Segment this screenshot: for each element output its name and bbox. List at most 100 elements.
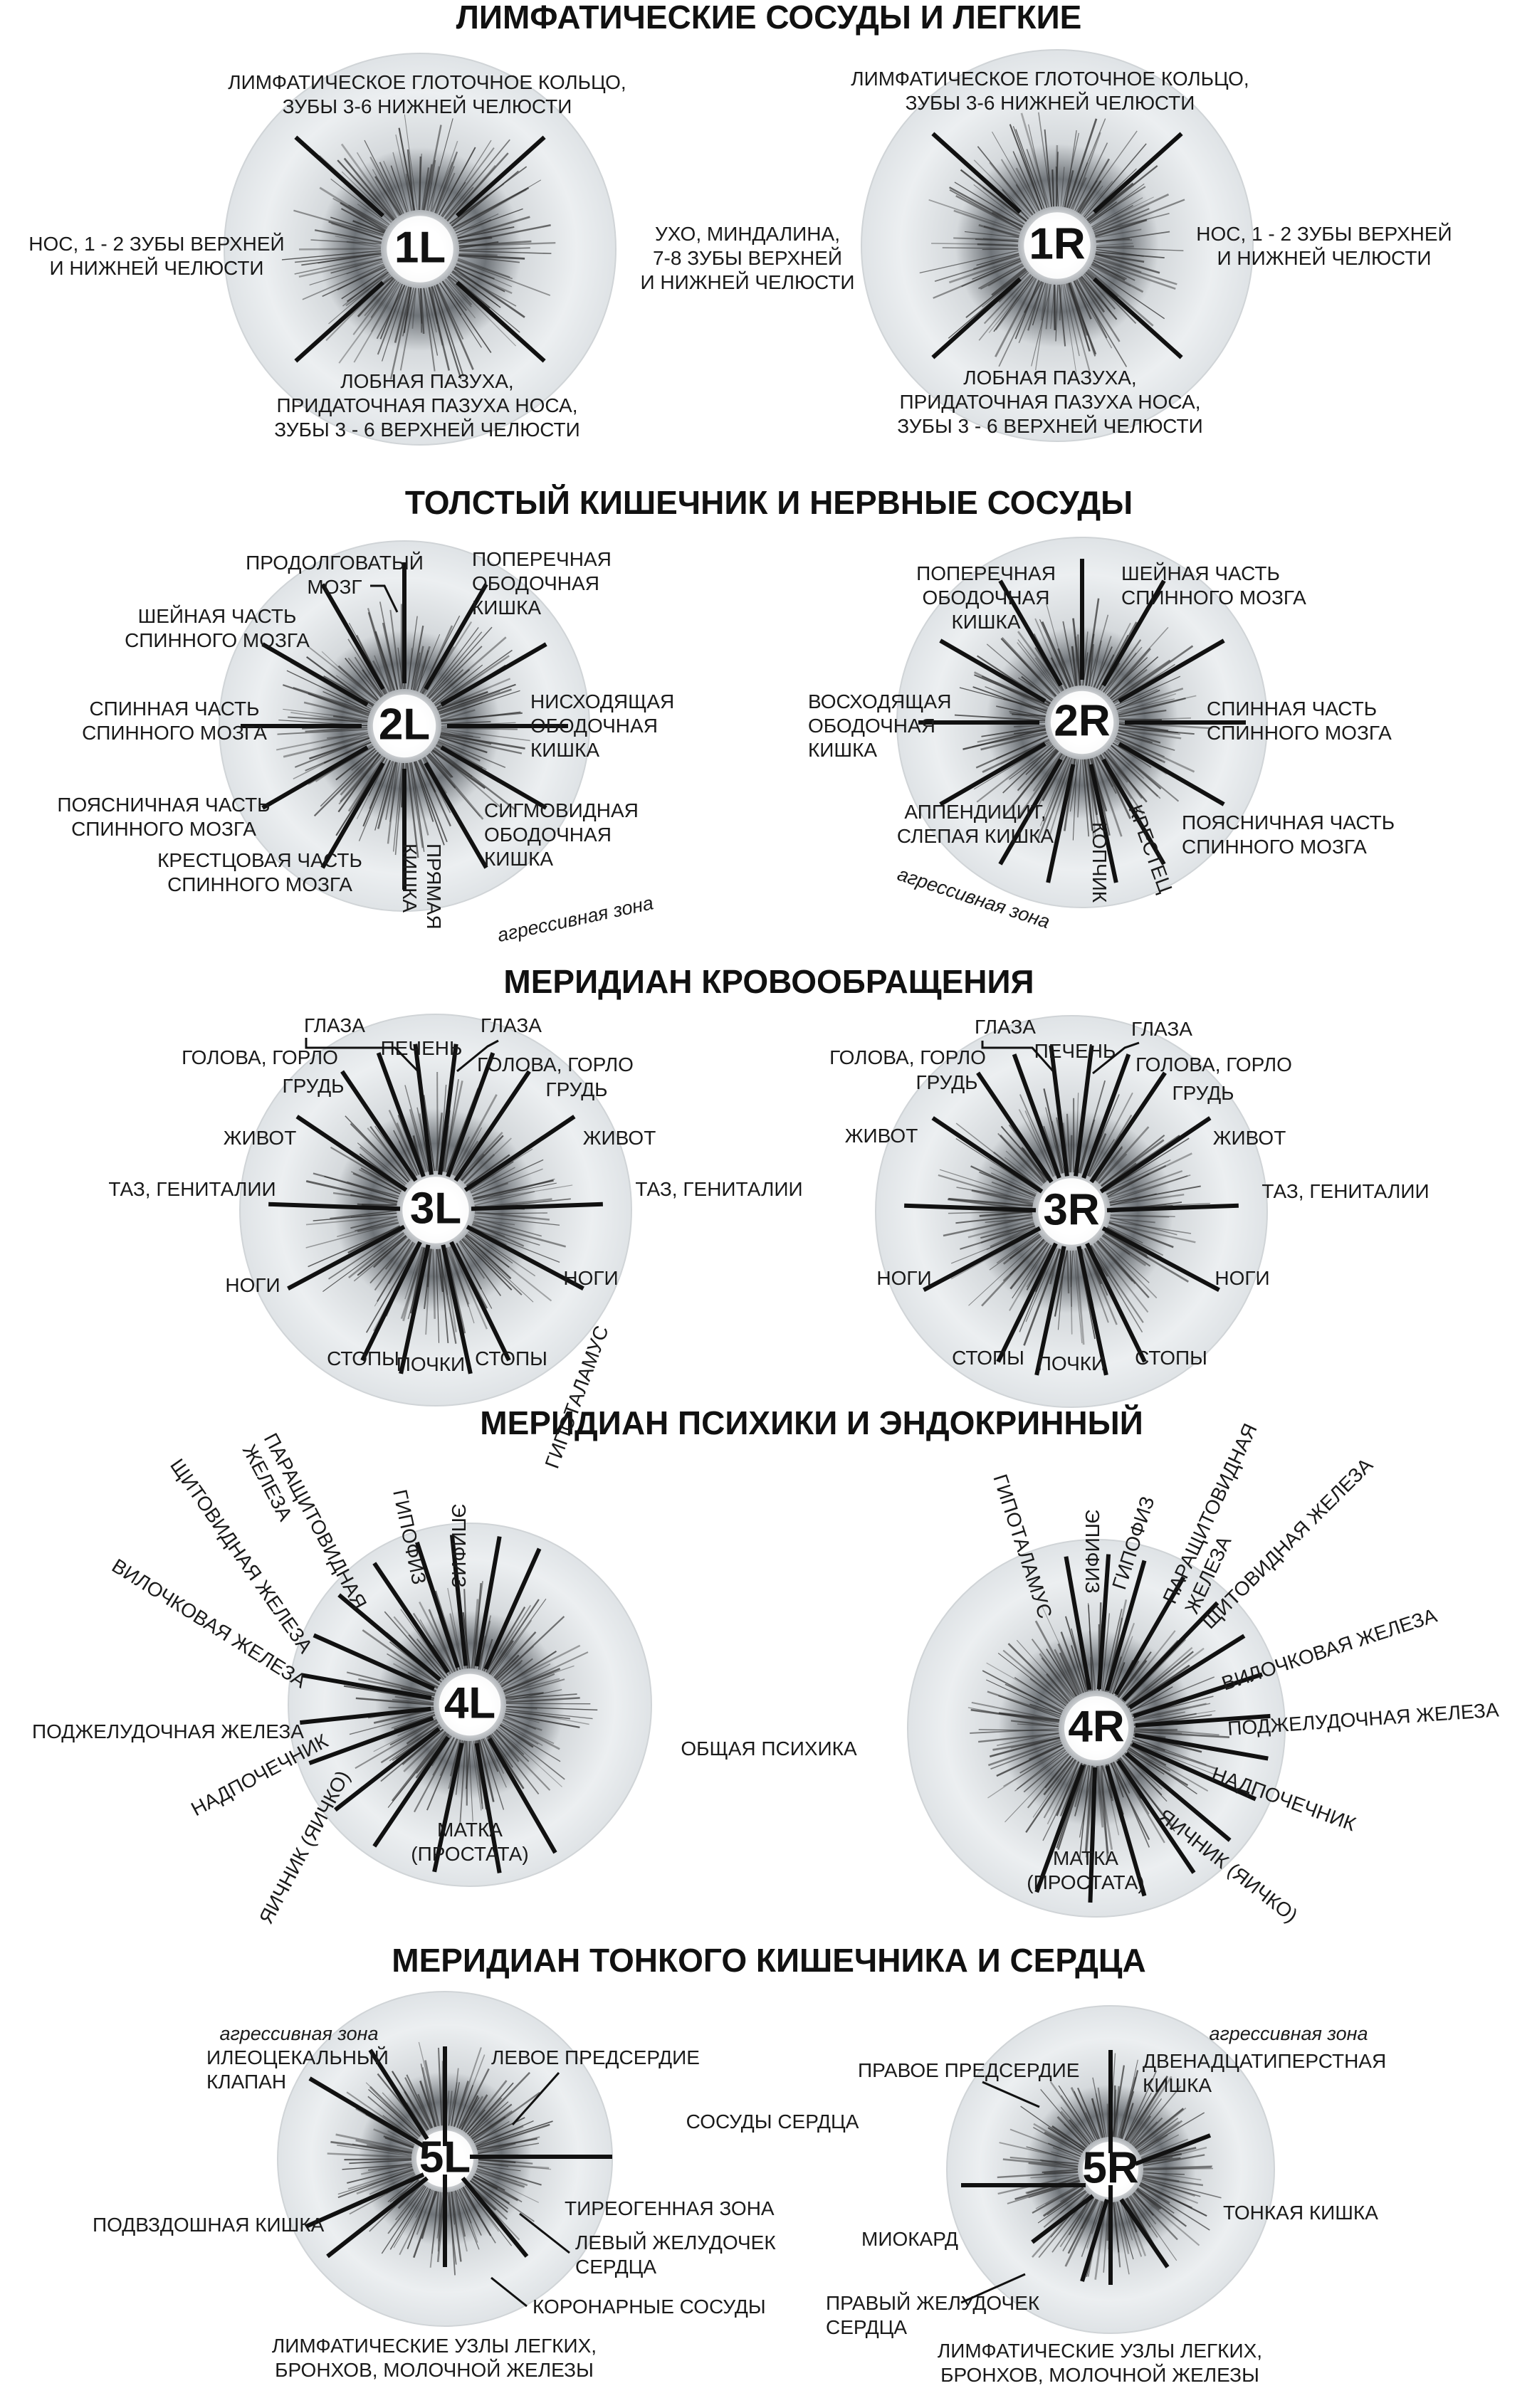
iris-3l-ray-12 (360, 1241, 422, 1362)
iris-2r-ray-9 (939, 742, 1046, 806)
iris-3r-ray-10 (923, 1226, 1042, 1292)
iris-1l-ray-0 (456, 135, 546, 218)
label-3l-pelvis-l: ТАЗ, ГЕНИТАЛИИ (108, 1178, 276, 1200)
iris-4l-ray-6 (313, 1633, 435, 1691)
label-5l-aggressive-zone: агрессивная зона (219, 2023, 378, 2044)
label-4l-ovary: ЯИЧНИК (ЯИЧКО) (255, 1767, 355, 1927)
iris-2l-code: 2L (379, 700, 430, 749)
iris-4r-ray-3 (1113, 1576, 1186, 1695)
iris-2r-code: 2R (1054, 696, 1110, 745)
label-3l-feet-r: СТОПЫ (475, 1347, 547, 1369)
iris-2l-ray-4 (440, 745, 547, 810)
iris-1l-ray-1 (294, 135, 384, 218)
iris-3r-ray-2 (1012, 1053, 1061, 1179)
label-5r-right-atrium: ПРАВОЕ ПРЕДСЕРДИЕ (858, 2059, 1080, 2081)
iris-3l-ray-7 (463, 1115, 576, 1192)
label-3r-glaza-r: ГЛАЗА (1131, 1018, 1192, 1040)
iris-2r-ray-7 (1046, 764, 1076, 883)
label-3l-chest-r: ГРУДЬ (545, 1078, 607, 1100)
iris-4r-code: 4R (1068, 1702, 1124, 1751)
label-1r-pharyngeal-ring: ЛИМФАТИЧЕСКОЕ ГЛОТОЧНОЕ КОЛЬЦО,ЗУБЫ 3-6 … (851, 68, 1249, 114)
iris-3l-ray-8 (268, 1202, 401, 1211)
label-3l-chest-l: ГРУДЬ (282, 1075, 344, 1097)
label-3r-legs-l: НОГИ (876, 1267, 931, 1289)
iris-3r-ray-8 (904, 1203, 1037, 1213)
iris-3l-ray-2 (376, 1052, 426, 1178)
label-3r-head-l: ГОЛОВА, ГОРЛО (829, 1046, 986, 1068)
label-3l-glaza-l: ГЛАЗА (304, 1014, 365, 1036)
iris-3r-ray-0 (1049, 1045, 1069, 1177)
label-3l-belly-l: ЖИВОТ (224, 1127, 297, 1149)
label-5r-aggressive-zone: агрессивная зона (1209, 2023, 1368, 2044)
label-3l-glaza-r: ГЛАЗА (481, 1014, 542, 1036)
iris-1l-code: 1L (394, 223, 446, 272)
iris-3l-ray-1 (438, 1043, 458, 1175)
iris-3l-ray-5 (453, 1070, 531, 1182)
iris-2l-ray-7 (320, 762, 385, 869)
iris-4l-ray-14 (487, 1737, 557, 1854)
iris-2r-ray-1 (1101, 579, 1166, 687)
iris-4r-ray-2 (1105, 1560, 1147, 1691)
section-2-title: ТОЛСТЫЙ КИШЕЧНИК И НЕРВНЫЕ СОСУДЫ (405, 484, 1133, 521)
iris-4r-ray-13 (1088, 1767, 1098, 1903)
iris-4l-ray-12 (432, 1742, 464, 1873)
label-5l-left-atrium: ЛЕВОЕ ПРЕДСЕРДИЕ (491, 2046, 700, 2068)
label-4r-epiphysis: ЭПИФИЗ (1081, 1509, 1103, 1594)
iris-4l-ray-1 (449, 1535, 468, 1666)
iris-1l-ray-2 (294, 280, 384, 363)
label-1l-frontal-sinus: ЛОБНАЯ ПАЗУХА,ПРИДАТОЧНАЯ ПАЗУХА НОСА,ЗУ… (274, 370, 580, 441)
iris-4l-code: 4L (444, 1678, 495, 1728)
label-3r-liver: ПЕЧЕНЬ (1034, 1040, 1116, 1062)
label-3r-chest-l: ГРУДЬ (916, 1071, 977, 1093)
iris-3l-ray-11 (466, 1224, 584, 1290)
label-3r-feet-l: СТОПЫ (952, 1347, 1024, 1369)
iris-3r-ray-11 (1101, 1226, 1220, 1292)
iris-5l-code: 5L (419, 2133, 471, 2182)
iris-3r-ray-14 (1076, 1246, 1108, 1376)
iris-2l-ray-11 (320, 583, 385, 690)
iris-3r-code: 3R (1043, 1185, 1099, 1234)
iris-1r-ray-2 (931, 277, 1022, 359)
iris-1r-ray-1 (931, 132, 1022, 214)
label-heart-vessels: СОСУДЫ СЕРДЦА (686, 2110, 859, 2133)
iris-4l-fibers (343, 1581, 598, 1824)
iris-3r-ray-13 (1034, 1246, 1066, 1376)
iris-4l-ray-2 (474, 1536, 502, 1667)
label-1l-pharyngeal-ring: ЛИМФАТИЧЕСКОЕ ГЛОТОЧНОЕ КОЛЬЦО,ЗУБЫ 3-6 … (228, 71, 626, 117)
iris-4r-fibers (967, 1599, 1230, 1860)
label-3l-kidneys: ПОЧКИ (397, 1353, 465, 1375)
label-5l-ileum: ПОДВЗДОШНАЯ КИШКА (93, 2214, 325, 2236)
iris-5r-ray-5 (1119, 2198, 1170, 2268)
iris-1r-ray-0 (1093, 132, 1183, 214)
label-3l-belly-r: ЖИВОТ (583, 1127, 656, 1149)
iris-2r-ray-12 (998, 579, 1063, 687)
section-5-title: МЕРИДИАН ТОНКОГО КИШЕЧНИКА И СЕРДЦА (392, 1942, 1145, 1979)
iris-4l-ray-0 (414, 1541, 460, 1668)
iris-1r-fibers (919, 112, 1185, 375)
section-4-title: МЕРИДИАН ПСИХИКИ И ЭНДОКРИННЫЙ (480, 1404, 1143, 1441)
iris-5l-ray-7 (368, 2049, 429, 2140)
label-5l-thyreogenic-zone: ТИРЕОГЕННАЯ ЗОНА (565, 2197, 775, 2219)
iris-4r-ray-9 (1131, 1742, 1257, 1802)
iris-3r-ray-4 (976, 1071, 1054, 1184)
label-3r-glaza-l: ГЛАЗА (975, 1016, 1036, 1038)
iris-4r-ray-1 (1096, 1554, 1111, 1690)
label-3r-chest-r: ГРУДЬ (1172, 1082, 1234, 1104)
iris-5l-ray-3 (305, 2172, 425, 2229)
iris-4l-ray-3 (483, 1547, 542, 1670)
iris-3r-ray-9 (1106, 1203, 1239, 1213)
label-3r-belly-r: ЖИВОТ (1213, 1127, 1286, 1149)
